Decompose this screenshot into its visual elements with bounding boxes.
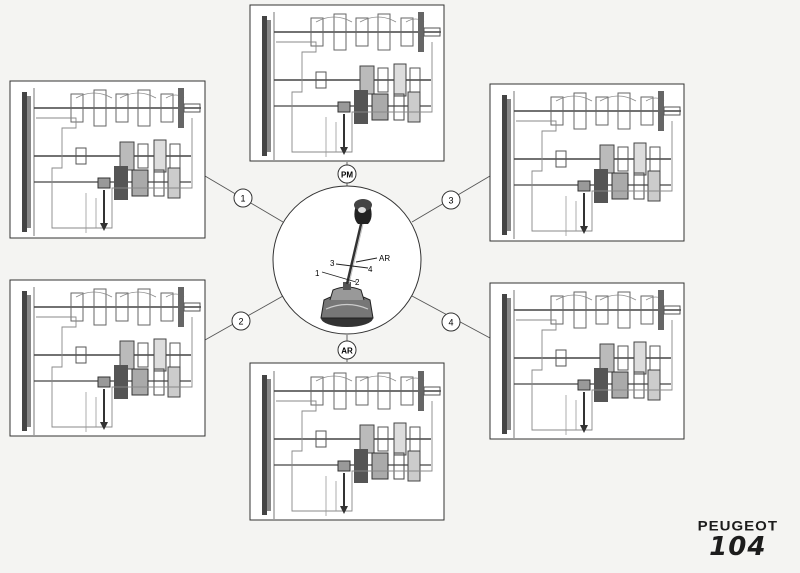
badge-gear-3: 3 bbox=[441, 190, 461, 210]
lever-knob bbox=[354, 199, 372, 224]
svg-text:3: 3 bbox=[448, 196, 453, 206]
lever-label-2: 2 bbox=[355, 278, 360, 287]
svg-text:AR: AR bbox=[341, 347, 353, 356]
gear-lever-circle: 3 AR 4 1 2 bbox=[272, 185, 422, 335]
svg-text:4: 4 bbox=[448, 318, 453, 328]
diagram-gear-1 bbox=[9, 80, 206, 239]
badge-pm: PM bbox=[337, 164, 357, 184]
brand-name: PEUGEOT bbox=[697, 518, 778, 535]
diagram-gear-3 bbox=[489, 83, 685, 242]
lever-label-3: 3 bbox=[330, 259, 335, 268]
svg-text:1: 1 bbox=[240, 194, 245, 204]
lever-label-4: 4 bbox=[368, 265, 373, 274]
diagram-reverse bbox=[249, 362, 445, 521]
brand-logo: PEUGEOT 104 bbox=[697, 518, 778, 562]
badge-ar: AR bbox=[337, 340, 357, 360]
svg-text:2: 2 bbox=[238, 317, 243, 327]
diagram-gear-4 bbox=[489, 282, 685, 440]
lever-boot bbox=[320, 282, 374, 327]
badge-gear-4: 4 bbox=[441, 312, 461, 332]
brand-model: 104 bbox=[709, 532, 767, 562]
diagram-neutral bbox=[249, 4, 445, 162]
badge-gear-1: 1 bbox=[233, 188, 253, 208]
badge-gear-2: 2 bbox=[231, 311, 251, 331]
lever-label-1: 1 bbox=[315, 269, 320, 278]
lever-label-ar: AR bbox=[379, 254, 390, 263]
svg-text:PM: PM bbox=[341, 171, 353, 180]
diagram-gear-2 bbox=[9, 279, 206, 437]
